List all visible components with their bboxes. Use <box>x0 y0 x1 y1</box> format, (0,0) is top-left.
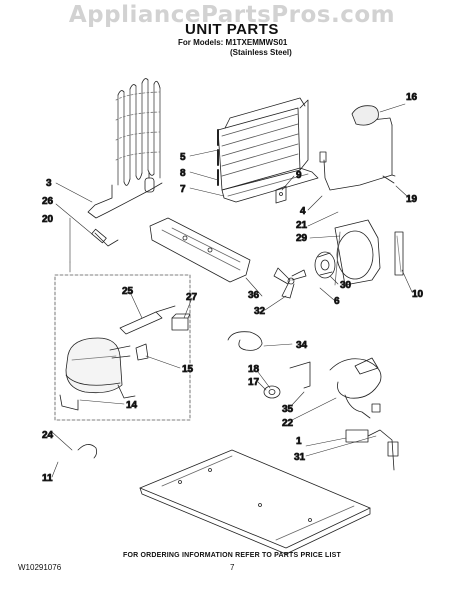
fan-motor <box>314 251 336 279</box>
callout-36: 36 <box>248 290 260 301</box>
callout-35: 35 <box>282 404 294 415</box>
condenser-coil <box>87 78 163 219</box>
cover <box>351 105 379 126</box>
refrigerant-tube <box>227 331 263 351</box>
callout-1: 1 <box>296 436 302 447</box>
callout-19: 19 <box>406 194 418 205</box>
callout-labels: 16 5 8 7 9 3 4 26 19 21 20 29 25 27 36 3… <box>42 92 424 485</box>
callout-10: 10 <box>412 289 424 300</box>
drain-pan <box>149 217 251 283</box>
leader-lines <box>51 103 413 478</box>
callout-22: 22 <box>282 418 294 429</box>
callout-16: 16 <box>406 92 418 103</box>
callout-20: 20 <box>42 214 54 225</box>
grommet <box>263 385 281 399</box>
tubing-clip <box>77 444 98 459</box>
page-number: 7 <box>230 563 235 572</box>
callout-7: 7 <box>180 184 186 195</box>
condenser-fan-shroud <box>334 219 381 286</box>
callout-4: 4 <box>300 206 306 217</box>
model-finish: (Stainless Steel) <box>230 48 292 57</box>
callout-8: 8 <box>180 168 186 179</box>
callout-27: 27 <box>186 292 198 303</box>
document-id: W10291076 <box>18 563 62 572</box>
drain-trough <box>221 167 319 203</box>
callout-17: 17 <box>248 377 260 388</box>
callout-6: 6 <box>334 296 340 307</box>
ordering-note: FOR ORDERING INFORMATION REFER TO PARTS … <box>122 552 342 559</box>
callout-29: 29 <box>296 233 308 244</box>
screw <box>289 361 311 389</box>
tubing <box>91 228 119 247</box>
model-info: For Models: M1TXEMMWS01 (Stainless Steel… <box>178 38 292 58</box>
evaporator-assembly <box>217 97 309 191</box>
callout-11: 11 <box>42 473 53 484</box>
page-title: UNIT PARTS <box>185 21 279 38</box>
start-relay <box>119 305 191 335</box>
callout-21: 21 <box>296 220 308 231</box>
callout-25: 25 <box>122 286 134 297</box>
drier <box>144 171 155 193</box>
callout-5: 5 <box>180 152 186 163</box>
watermark: AppliancePartsPros.com <box>68 2 396 28</box>
callout-31: 31 <box>294 452 306 463</box>
callout-9: 9 <box>296 170 302 181</box>
callout-15: 15 <box>182 364 194 375</box>
callout-30: 30 <box>340 280 352 291</box>
callout-32: 32 <box>254 306 266 317</box>
bracket <box>275 185 287 204</box>
terminal-cover <box>135 343 149 361</box>
wire-harness <box>329 357 399 471</box>
callout-26: 26 <box>42 196 54 207</box>
model-line: For Models: M1TXEMMWS01 <box>178 38 288 47</box>
fan-blade <box>273 267 307 299</box>
callout-14: 14 <box>126 400 138 411</box>
machine-compartment-base <box>139 449 371 555</box>
callout-18: 18 <box>248 364 260 375</box>
callout-24: 24 <box>42 430 54 441</box>
compressor-box <box>54 274 191 421</box>
compressor <box>59 337 136 411</box>
callout-3: 3 <box>46 178 52 189</box>
thermistor-wire <box>319 117 396 191</box>
gasket-strip <box>394 231 404 276</box>
callout-34: 34 <box>296 340 308 351</box>
